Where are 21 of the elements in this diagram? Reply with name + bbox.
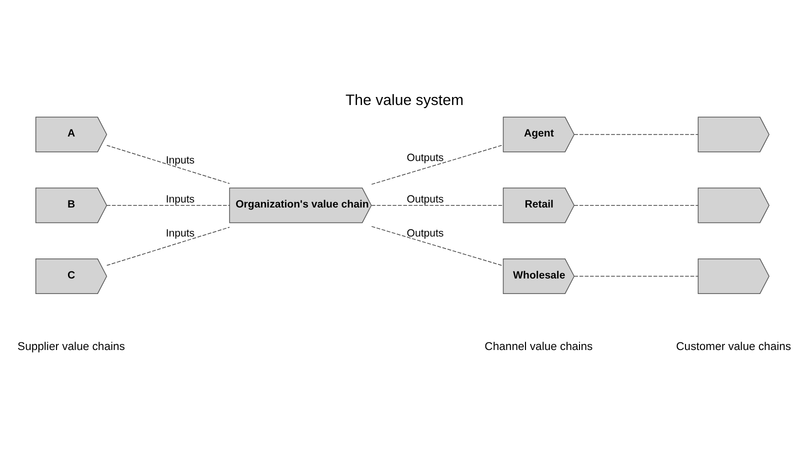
edge-label: Outputs	[406, 226, 444, 239]
connector	[574, 204, 698, 206]
connector	[106, 226, 230, 266]
node-pentagon	[698, 187, 770, 223]
label: Customer value chains	[676, 340, 792, 352]
label: Channel value chains	[484, 340, 593, 352]
connector	[371, 226, 504, 266]
edge-label: Inputs	[166, 193, 195, 206]
edge-label: Inputs	[166, 226, 195, 239]
edge-label: Outputs	[406, 193, 444, 206]
node-pentagon	[698, 116, 770, 152]
connector	[106, 144, 230, 184]
connector	[371, 144, 504, 184]
connector	[371, 204, 504, 206]
diagram-title: The value system	[345, 92, 464, 109]
label: Supplier value chains	[18, 340, 125, 352]
edge-label: Outputs	[406, 152, 444, 164]
node-pentagon	[698, 258, 770, 294]
connector	[106, 204, 230, 206]
edge-label: Inputs	[166, 154, 195, 166]
connector	[574, 275, 698, 276]
